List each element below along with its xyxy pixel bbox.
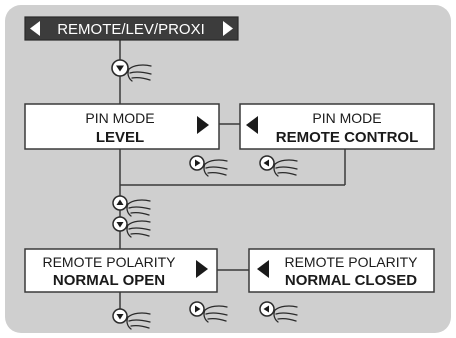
header-label: REMOTE/LEV/PROXI — [57, 21, 205, 38]
menu-line2: NORMAL OPEN — [53, 272, 165, 289]
menu-line1: PIN MODE — [85, 110, 154, 126]
menu-line1: REMOTE POLARITY — [42, 254, 176, 270]
menu-box-pin-mode-remote-control: PIN MODE REMOTE CONTROL — [239, 103, 435, 150]
left-arrow-icon — [246, 116, 258, 134]
right-arrow-icon — [223, 21, 233, 36]
menu-box-remote-polarity-normal-closed: REMOTE POLARITY NORMAL CLOSED — [248, 248, 435, 293]
right-arrow-icon — [196, 260, 208, 278]
left-key-icon — [259, 155, 298, 177]
menu-box-pin-mode-level: PIN MODE LEVEL — [24, 103, 220, 150]
right-arrow-icon — [197, 116, 209, 134]
menu-line2: NORMAL CLOSED — [285, 272, 417, 289]
left-arrow-icon — [30, 21, 40, 36]
menu-line2: REMOTE CONTROL — [276, 129, 419, 146]
menu-box-remote-polarity-normal-open: REMOTE POLARITY NORMAL OPEN — [24, 248, 218, 293]
menu-line1: PIN MODE — [312, 110, 381, 126]
left-key-icon — [259, 301, 298, 323]
down-key-icon — [112, 216, 151, 238]
down-key-icon — [112, 308, 151, 330]
right-key-icon — [189, 155, 228, 177]
header-bar: REMOTE/LEV/PROXI — [24, 16, 239, 41]
left-arrow-icon — [257, 260, 269, 278]
menu-line2: LEVEL — [96, 129, 144, 146]
menu-line1: REMOTE POLARITY — [284, 254, 418, 270]
down-key-icon — [111, 59, 152, 82]
right-key-icon — [189, 301, 228, 323]
up-key-icon — [112, 195, 151, 217]
